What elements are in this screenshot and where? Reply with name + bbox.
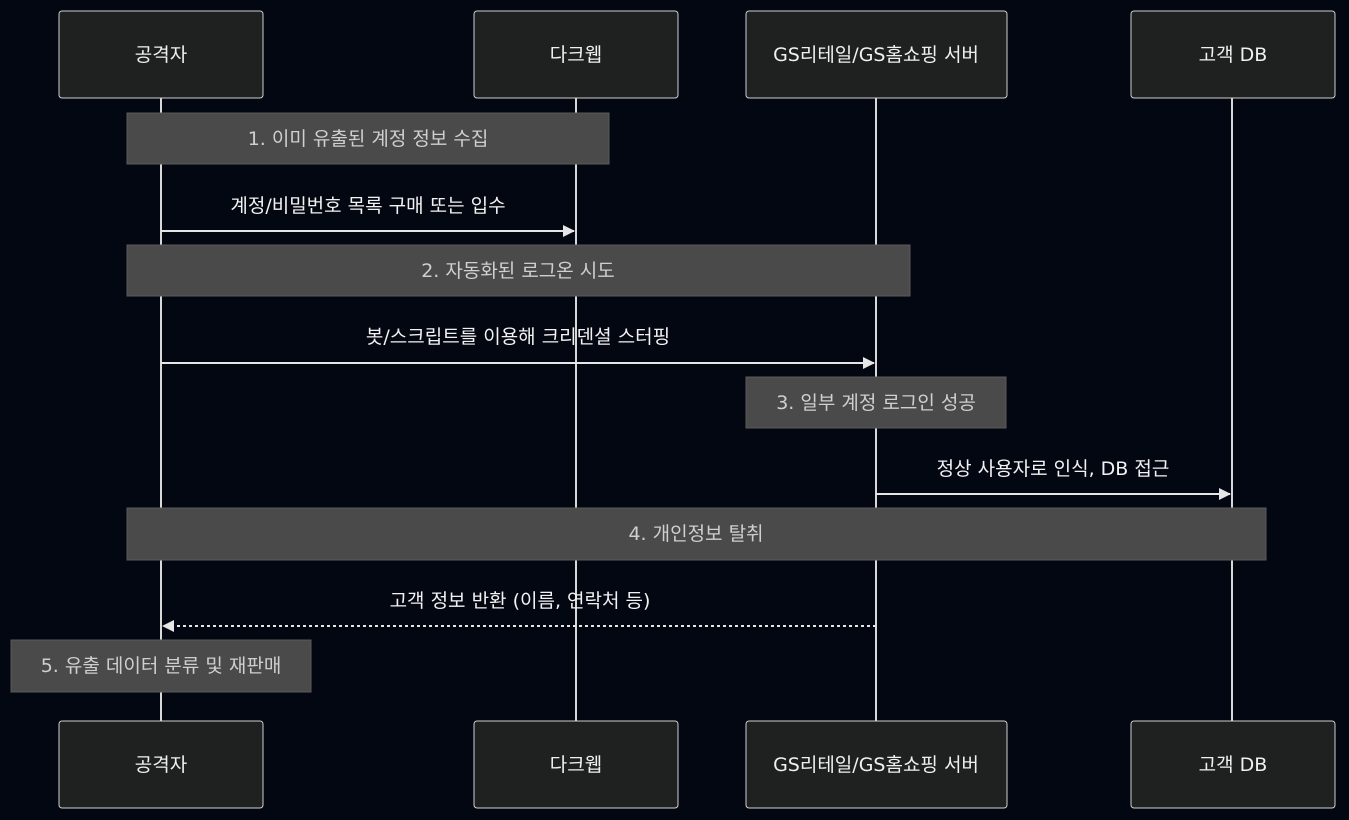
note-3: 3. 일부 계정 로그인 성공 (745, 376, 1007, 429)
note-1: 1. 이미 유출된 계정 정보 수집 (126, 112, 610, 165)
actor-bottom-attacker[interactable]: 공격자 (58, 720, 264, 809)
actor-label: 고객 DB (1199, 44, 1268, 66)
message-4-label: 고객 정보 반환 (이름, 연락처 등) (390, 590, 651, 612)
note-5: 5. 유출 데이터 분류 및 재판매 (10, 639, 312, 693)
actor-label: 공격자 (135, 44, 187, 66)
message-3: 정상 사용자로 인식, DB 접근 (876, 458, 1231, 500)
message-4: 고객 정보 반환 (이름, 연락처 등) (162, 590, 876, 632)
actor-top-attacker[interactable]: 공격자 (58, 10, 264, 99)
actor-top-darkweb[interactable]: 다크웹 (473, 10, 679, 99)
message-3-label: 정상 사용자로 인식, DB 접근 (937, 458, 1170, 480)
note-3-text: 3. 일부 계정 로그인 성공 (776, 392, 976, 414)
actor-label: 공격자 (135, 754, 187, 776)
message-1-label: 계정/비밀번호 목록 구매 또는 입수 (230, 195, 505, 217)
note-2: 2. 자동화된 로그온 시도 (126, 244, 911, 297)
actor-bottom-server[interactable]: GS리테일/GS홈쇼핑 서버 (745, 720, 1008, 809)
message-2: 봇/스크립트를 이용해 크리덴셜 스터핑 (161, 326, 875, 369)
actor-label: 고객 DB (1199, 754, 1268, 776)
actor-label: GS리테일/GS홈쇼핑 서버 (773, 44, 979, 66)
actor-top-server[interactable]: GS리테일/GS홈쇼핑 서버 (745, 10, 1008, 99)
note-2-text: 2. 자동화된 로그온 시도 (421, 260, 615, 282)
actor-top-db[interactable]: 고객 DB (1130, 10, 1336, 99)
actor-label: GS리테일/GS홈쇼핑 서버 (773, 754, 979, 776)
note-4-text: 4. 개인정보 탈취 (628, 523, 763, 545)
actor-label: 다크웹 (550, 754, 602, 776)
message-2-label: 봇/스크립트를 이용해 크리덴셜 스터핑 (366, 326, 670, 348)
note-1-text: 1. 이미 유출된 계정 정보 수집 (248, 128, 489, 150)
note-4: 4. 개인정보 탈취 (126, 507, 1267, 561)
actor-bottom-db[interactable]: 고객 DB (1130, 720, 1336, 809)
note-5-text: 5. 유출 데이터 분류 및 재판매 (41, 655, 282, 677)
message-1: 계정/비밀번호 목록 구매 또는 입수 (161, 195, 575, 237)
actor-label: 다크웹 (550, 44, 602, 66)
actor-bottom-darkweb[interactable]: 다크웹 (473, 720, 679, 809)
